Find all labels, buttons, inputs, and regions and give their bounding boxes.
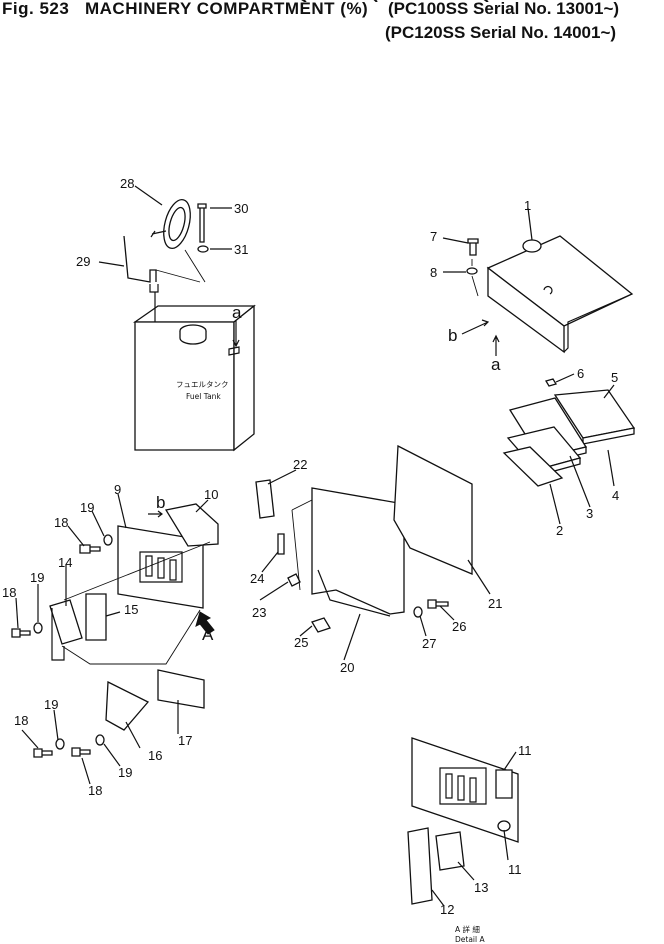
fuel-tank-label-jp: フュエルタンク (176, 380, 229, 389)
callout-8: 8 (430, 265, 437, 280)
callout-23: 23 (252, 605, 266, 620)
callout-20: 20 (340, 660, 354, 675)
callout-22: 22 (293, 457, 307, 472)
fuel-cap-assembly (123, 199, 209, 322)
callout-18-left: 18 (2, 585, 16, 600)
callout-16: 16 (148, 748, 162, 763)
view-letter-b-cover: b (448, 326, 457, 345)
callout-14: 14 (58, 555, 72, 570)
view-letter-b-panel: b (156, 493, 165, 512)
insulation-pads (502, 378, 636, 487)
callout-28: 28 (120, 176, 134, 191)
callout-5: 5 (611, 370, 618, 385)
figure-title: Fig. 523 MACHINERY COMPARTMENT (%) (2, 0, 368, 19)
side-cover-and-fittings (255, 479, 449, 633)
detail-a-label-jp: A 詳 細 (455, 924, 480, 934)
view-letter-detail-a: A (202, 625, 214, 644)
callout-numbers: 1 2 3 4 5 6 7 8 9 10 11 11 12 13 14 15 1… (2, 176, 619, 917)
large-insulation-pad (393, 444, 473, 575)
callout-21: 21 (488, 596, 502, 611)
view-markers: a b a b A (148, 303, 501, 644)
callout-19-upper: 19 (80, 500, 94, 515)
detail-a-view: A 詳 細 Detail A (407, 737, 519, 944)
callout-27: 27 (422, 636, 436, 651)
callout-19-left: 19 (30, 570, 44, 585)
callout-18-lower: 18 (14, 713, 28, 728)
leader-lines (15, 185, 615, 907)
figure-number: Fig. 523 (2, 0, 70, 18)
callout-6: 6 (577, 366, 584, 381)
callout-13: 13 (474, 880, 488, 895)
callout-19-bottom: 19 (118, 765, 132, 780)
callout-29: 29 (76, 254, 90, 269)
callout-18-upper: 18 (54, 515, 68, 530)
callout-18-bottom: 18 (88, 783, 102, 798)
fuel-tank-label-en: Fuel Tank (186, 392, 221, 401)
callout-4: 4 (612, 488, 619, 503)
detail-a-label-en: Detail A (455, 935, 485, 944)
callout-9: 9 (114, 482, 121, 497)
view-letter-a-tank: a (232, 303, 242, 322)
panel-and-brackets (11, 503, 219, 758)
view-letter-a-cover: a (491, 355, 501, 374)
callout-1: 1 (524, 198, 531, 213)
callout-17: 17 (178, 733, 192, 748)
top-cover-plate (466, 235, 634, 354)
figure-name: MACHINERY COMPARTMENT (%) (84, 0, 369, 18)
callout-25: 25 (294, 635, 308, 650)
callout-11-lower: 11 (508, 862, 522, 877)
callout-15: 15 (124, 602, 138, 617)
callout-7: 7 (430, 229, 437, 244)
fuel-tank: フュエルタンク Fuel Tank (132, 304, 256, 452)
callout-19-lower: 19 (44, 697, 58, 712)
callout-30: 30 (234, 201, 248, 216)
callout-26: 26 (452, 619, 466, 634)
callout-11-upper: 11 (518, 743, 532, 758)
serial-range-pc100ss: (PC100SS Serial No. 13001~) (388, 0, 620, 18)
callout-2: 2 (556, 523, 563, 538)
callout-12: 12 (440, 902, 454, 917)
callout-31: 31 (234, 242, 248, 257)
callout-3: 3 (586, 506, 593, 521)
callout-24: 24 (250, 571, 264, 586)
serial-range-pc120ss: (PC120SS Serial No. 14001~) (385, 23, 617, 42)
callout-10: 10 (204, 487, 218, 502)
